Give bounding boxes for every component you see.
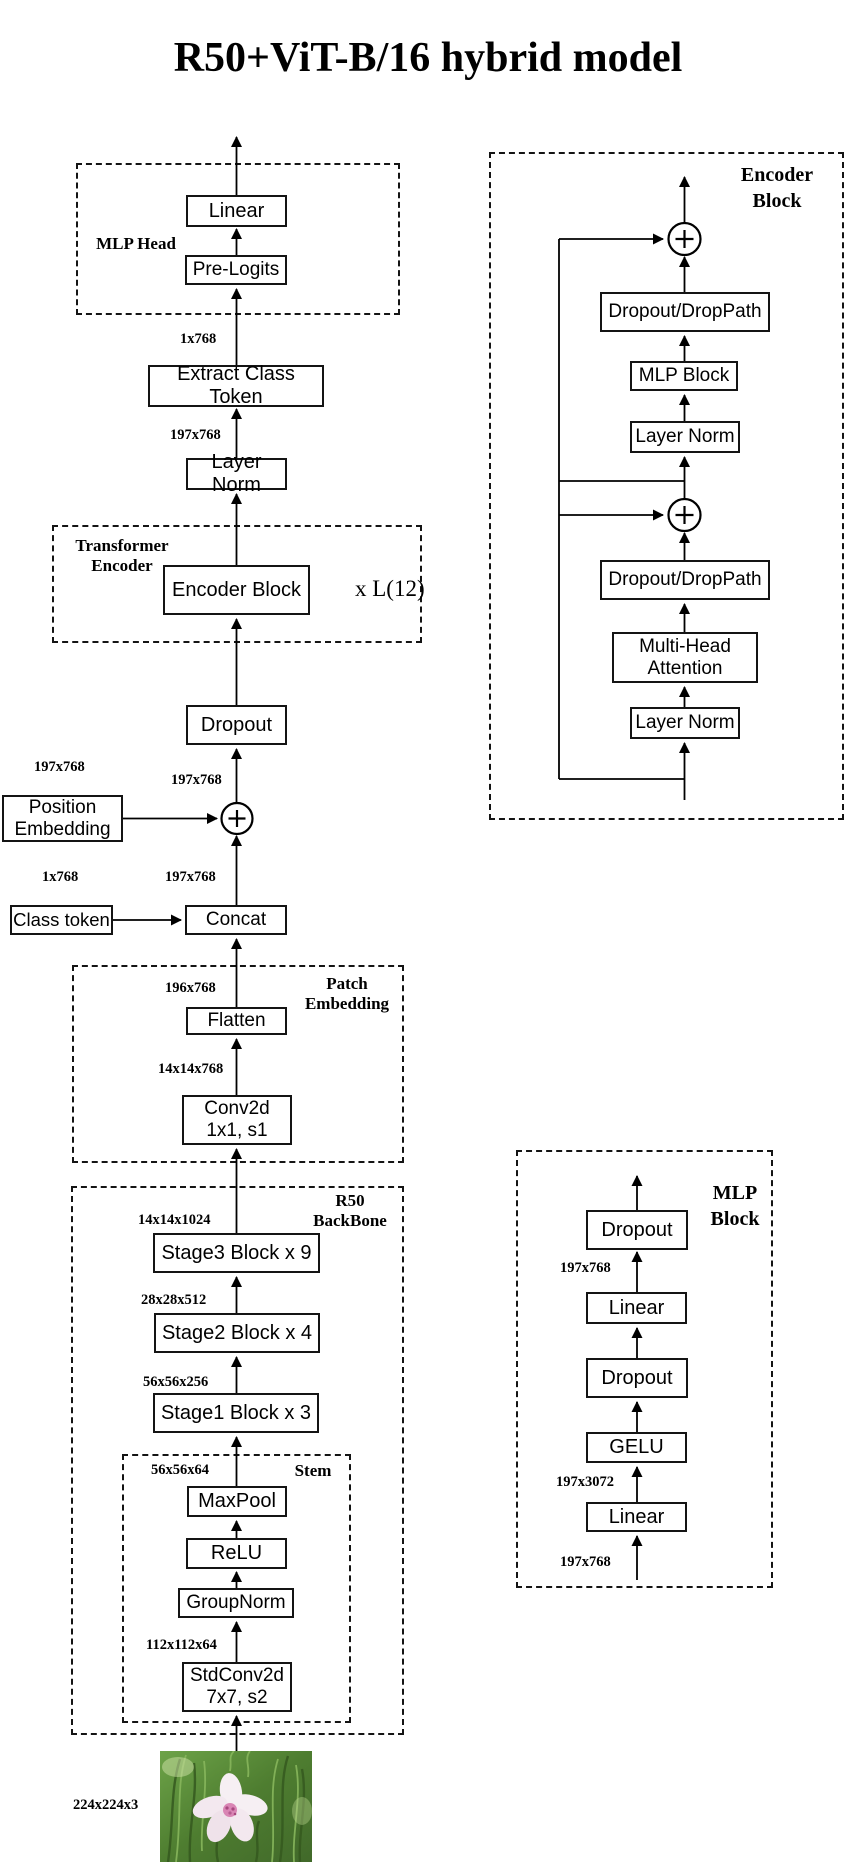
mlp-dropout-top-box: Dropout — [586, 1210, 688, 1250]
dim-label: 14x14x768 — [158, 1061, 224, 1077]
dim-label: 56x56x64 — [151, 1462, 209, 1478]
dim-label: 1x768 — [42, 869, 79, 885]
dim-label: 28x28x512 — [141, 1292, 207, 1308]
concat-box: Concat — [185, 905, 287, 935]
layer-norm-top-box: Layer Norm — [630, 421, 740, 453]
multi-head-attention-box: Multi-Head Attention — [612, 632, 758, 683]
mlp-linear-top-box: Linear — [586, 1292, 687, 1324]
patch-embedding-panel — [72, 965, 404, 1163]
input-image-flower — [160, 1750, 312, 1862]
dim-label: 197x768 — [165, 869, 216, 885]
encoder-block-panel-title: Encoder Block — [740, 164, 814, 212]
encoder-panel-arrows — [558, 176, 690, 800]
add-circle-encoder-bottom — [667, 497, 702, 533]
gelu-box: GELU — [586, 1432, 687, 1463]
encoder-block-box: Encoder Block — [163, 565, 310, 615]
dim-label: 197x768 — [171, 772, 222, 788]
r50-backbone-panel — [71, 1186, 404, 1735]
droppath-bottom-box: Dropout/DropPath — [600, 560, 770, 600]
transformer-encoder-label: Transformer Encoder — [75, 536, 169, 576]
position-embedding-box: Position Embedding — [2, 795, 123, 842]
stage1-box: Stage1 Block x 3 — [153, 1393, 319, 1433]
dim-label: 56x56x256 — [143, 1374, 209, 1390]
dim-label: 197x3072 — [556, 1474, 614, 1490]
dim-label: 14x14x1024 — [138, 1212, 211, 1228]
dropout-box: Dropout — [186, 705, 287, 745]
stdconv2d-box: StdConv2d 7x7, s2 — [182, 1662, 292, 1712]
dim-label: 197x768 — [560, 1554, 611, 1570]
page-title: R50+ViT-B/16 hybrid model — [173, 35, 683, 81]
groupnorm-box: GroupNorm — [178, 1588, 294, 1618]
class-token-box: Class token — [10, 905, 113, 935]
encoder-block-detail-panel — [489, 152, 844, 820]
add-circle-main — [220, 801, 254, 836]
mlp-block-box: MLP Block — [630, 361, 738, 391]
stage3-box: Stage3 Block x 9 — [153, 1233, 320, 1273]
mlp-head-label: MLP Head — [96, 234, 176, 253]
droppath-top-box: Dropout/DropPath — [600, 292, 770, 332]
maxpool-box: MaxPool — [187, 1486, 287, 1517]
dim-label: 197x768 — [560, 1260, 611, 1276]
encoder-repeat-label: x L(12) — [355, 576, 425, 601]
mlp-block-panel-title: MLP Block — [710, 1182, 760, 1230]
flatten-box: Flatten — [186, 1007, 287, 1035]
linear-box: Linear — [186, 195, 287, 227]
stage2-box: Stage2 Block x 4 — [154, 1313, 320, 1353]
main-flow-arrows — [113, 136, 242, 1751]
stem-label: Stem — [294, 1461, 332, 1480]
mlp-dropout-mid-box: Dropout — [586, 1358, 688, 1398]
flower-blossom — [192, 1773, 268, 1843]
layer-norm-box: Layer Norm — [186, 451, 287, 496]
conv2d-box: Conv2d 1x1, s1 — [182, 1095, 292, 1145]
patch-embedding-label: Patch Embedding — [304, 974, 390, 1014]
dim-label: 197x768 — [34, 759, 85, 775]
dim-label: 112x112x64 — [146, 1637, 217, 1653]
dim-label: 224x224x3 — [73, 1797, 139, 1813]
layer-norm-bottom-box: Layer Norm — [630, 707, 740, 739]
dim-label: 1x768 — [180, 331, 217, 347]
add-circle-encoder-top — [667, 221, 702, 257]
flower-photo — [160, 1750, 312, 1862]
r50-backbone-label: R50 BackBone — [313, 1191, 387, 1231]
relu-box: ReLU — [186, 1538, 287, 1569]
dim-label: 197x768 — [170, 427, 221, 443]
extract-class-token-box: Extract Class Token — [148, 363, 324, 408]
pre-logits-box: Pre-Logits — [185, 255, 287, 285]
mlp-linear-bottom-box: Linear — [586, 1502, 687, 1532]
mlp-block-detail-panel — [516, 1150, 773, 1588]
mlp-head-panel — [76, 163, 400, 315]
dim-label: 196x768 — [165, 980, 216, 996]
